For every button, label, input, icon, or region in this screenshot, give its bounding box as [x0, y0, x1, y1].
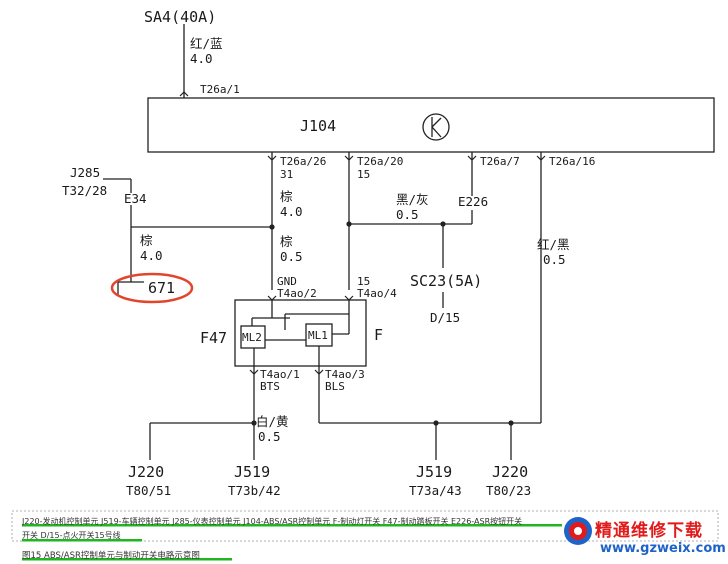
- brown-wire-color-b: 棕: [140, 233, 153, 248]
- green-underline-2: [22, 539, 142, 542]
- sa4-label: SA4(40A): [144, 8, 216, 26]
- f47-switch-block: [234, 299, 367, 367]
- brown-wire-color-a: 棕: [280, 189, 293, 204]
- brown-wire-size-b: 4.0: [140, 248, 163, 263]
- top-wire-size: 4.0: [190, 51, 213, 66]
- pin-t4ao-2: T4ao/2: [277, 287, 317, 300]
- pin-15-label: 15: [357, 275, 370, 288]
- caption-line-1: J220-发动机控制单元 J519-车辆控制单元 J285-仪表控制单元 J10…: [22, 517, 523, 526]
- t73b-42-label: T73b/42: [228, 483, 281, 498]
- junction-dots: [251, 221, 514, 426]
- f47-label: F47: [200, 329, 227, 347]
- redblack-size: 0.5: [543, 252, 566, 267]
- ml1-label: ML1: [308, 329, 328, 342]
- ml2-contact: [240, 325, 266, 349]
- j220-left-label: J220: [128, 463, 164, 481]
- t73a-43-label: T73a/43: [409, 483, 462, 498]
- j220-right-label: J220: [492, 463, 528, 481]
- watermark-gear-icon: [564, 517, 592, 545]
- highlight-circle: [110, 272, 194, 304]
- pin-t26a-26: T26a/26: [280, 155, 326, 168]
- j104-label: J104: [300, 117, 336, 135]
- redblack-color: 红/黑: [537, 237, 570, 252]
- whiteyellow-size: 0.5: [258, 429, 281, 444]
- gnd-label: GND: [277, 275, 297, 288]
- pin-t4ao-1: T4ao/1: [260, 368, 300, 381]
- d15-label: D/15: [430, 310, 460, 325]
- brown-small-color: 棕: [280, 234, 293, 249]
- blackgray-size: 0.5: [396, 207, 419, 222]
- j519-right-label: J519: [416, 463, 452, 481]
- blackgray-color: 黑/灰: [396, 192, 429, 207]
- t80-51-label: T80/51: [126, 483, 171, 498]
- wires: [103, 24, 715, 460]
- pin-t4ao-4: T4ao/4: [357, 287, 397, 300]
- ground-ref-671: 671: [148, 279, 175, 297]
- e34-label: E34: [124, 191, 147, 206]
- t32-28-label: T32/28: [62, 183, 107, 198]
- sc23-label: SC23(5A): [410, 272, 482, 290]
- brown-wire-size-a: 4.0: [280, 204, 303, 219]
- caption-frame: [11, 510, 719, 542]
- caption-line-2: 开关 D/15-点火开关15号线: [22, 531, 121, 540]
- j519-left-label: J519: [234, 463, 270, 481]
- j104-box: [147, 97, 715, 153]
- whiteyellow-color: 白/黄: [256, 414, 289, 429]
- f-label: F: [374, 326, 383, 344]
- top-wire-color: 红/蓝: [190, 36, 223, 51]
- ml2-label: ML2: [242, 331, 262, 344]
- figure-caption: 图15 ABS/ASR控制单元与制动开关电路示意图: [22, 551, 200, 561]
- labels: SA4(40A) 红/蓝 4.0 T26a/1 J104 T26a/26 31 …: [62, 8, 595, 498]
- green-underline-1: [22, 524, 562, 527]
- bls-label: BLS: [325, 380, 345, 393]
- pin-t26a-1: T26a/1: [200, 83, 240, 96]
- pin-20-sub: 15: [357, 168, 370, 181]
- t80-23-label: T80/23: [486, 483, 531, 498]
- brown-small-size: 0.5: [280, 249, 303, 264]
- bts-label: BTS: [260, 380, 280, 393]
- pin-t4ao-3: T4ao/3: [325, 368, 365, 381]
- pin-t26a-16: T26a/16: [549, 155, 595, 168]
- abs-k-symbol-icon: [422, 113, 450, 141]
- watermark-url: www.gzweix.com: [600, 541, 726, 556]
- green-underline-3: [22, 558, 232, 561]
- pin-26-sub: 31: [280, 168, 293, 181]
- pin-t26a-20: T26a/20: [357, 155, 403, 168]
- pin-arrows: [179, 91, 546, 375]
- watermark-title: 精通维修下载: [595, 521, 703, 541]
- j285-label: J285: [70, 165, 100, 180]
- e226-label: E226: [458, 194, 488, 209]
- pin-t26a-7: T26a/7: [480, 155, 520, 168]
